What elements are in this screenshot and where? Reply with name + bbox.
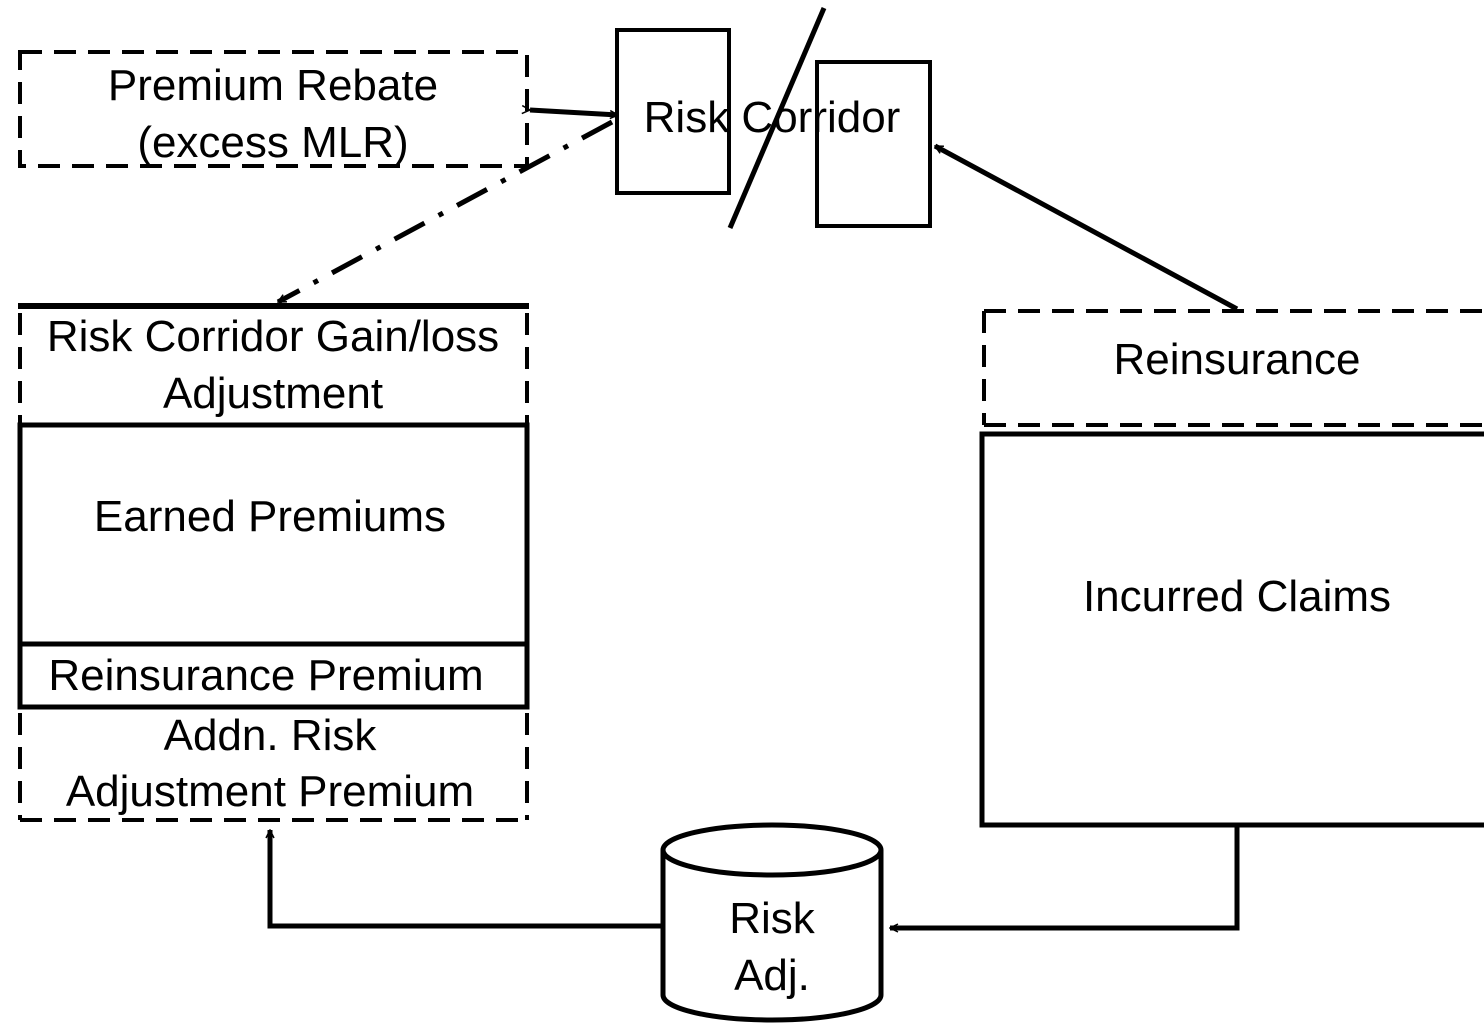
risk-corridor-label: Risk Corridor [644,93,901,142]
claims-stack: Reinsurance Incurred Claims [979,309,1484,828]
reinsurance-premium-box [17,641,530,710]
riskadj-premium-arrow [270,830,662,929]
risk-adj-cylinder: Risk Adj. [660,822,884,1023]
addn-risk-adjustment-title: Addn. Risk [164,711,378,760]
reinsurance-corridor-arrow [935,143,1239,312]
reinsurance-label: Reinsurance [1113,335,1360,384]
premium-rebate-title: Premium Rebate [108,61,438,110]
risk-corridor-gain-loss-title: Risk Corridor Gain/loss [47,312,499,361]
incurred-claims-box [979,431,1484,828]
reinsurance-premium-label: Reinsurance Premium [48,651,483,700]
claims-riskadj-arrow [890,827,1240,928]
premium-rebate-box: Premium Rebate (excess MLR) [18,50,529,168]
risk-adj-subtitle: Adj. [734,951,810,1000]
corridor-adjustment-arrow [278,119,614,305]
risk-corridor-box: Risk Corridor [615,7,932,229]
rebate-corridor-arrow [530,110,618,115]
incurred-claims-label: Incurred Claims [1083,572,1391,621]
risk-corridor-gain-loss-subtitle: Adjustment [163,369,383,418]
earned-premiums-label: Earned Premiums [94,492,446,541]
premium-rebate-subtitle: (excess MLR) [137,118,408,167]
addn-risk-adjustment-subtitle: Adjustment Premium [66,767,474,816]
premium-stack: Risk Corridor Gain/loss Adjustment Earne… [17,303,530,822]
risk-corridor-break-slash [727,7,827,229]
risk-adj-title: Risk [729,894,816,943]
